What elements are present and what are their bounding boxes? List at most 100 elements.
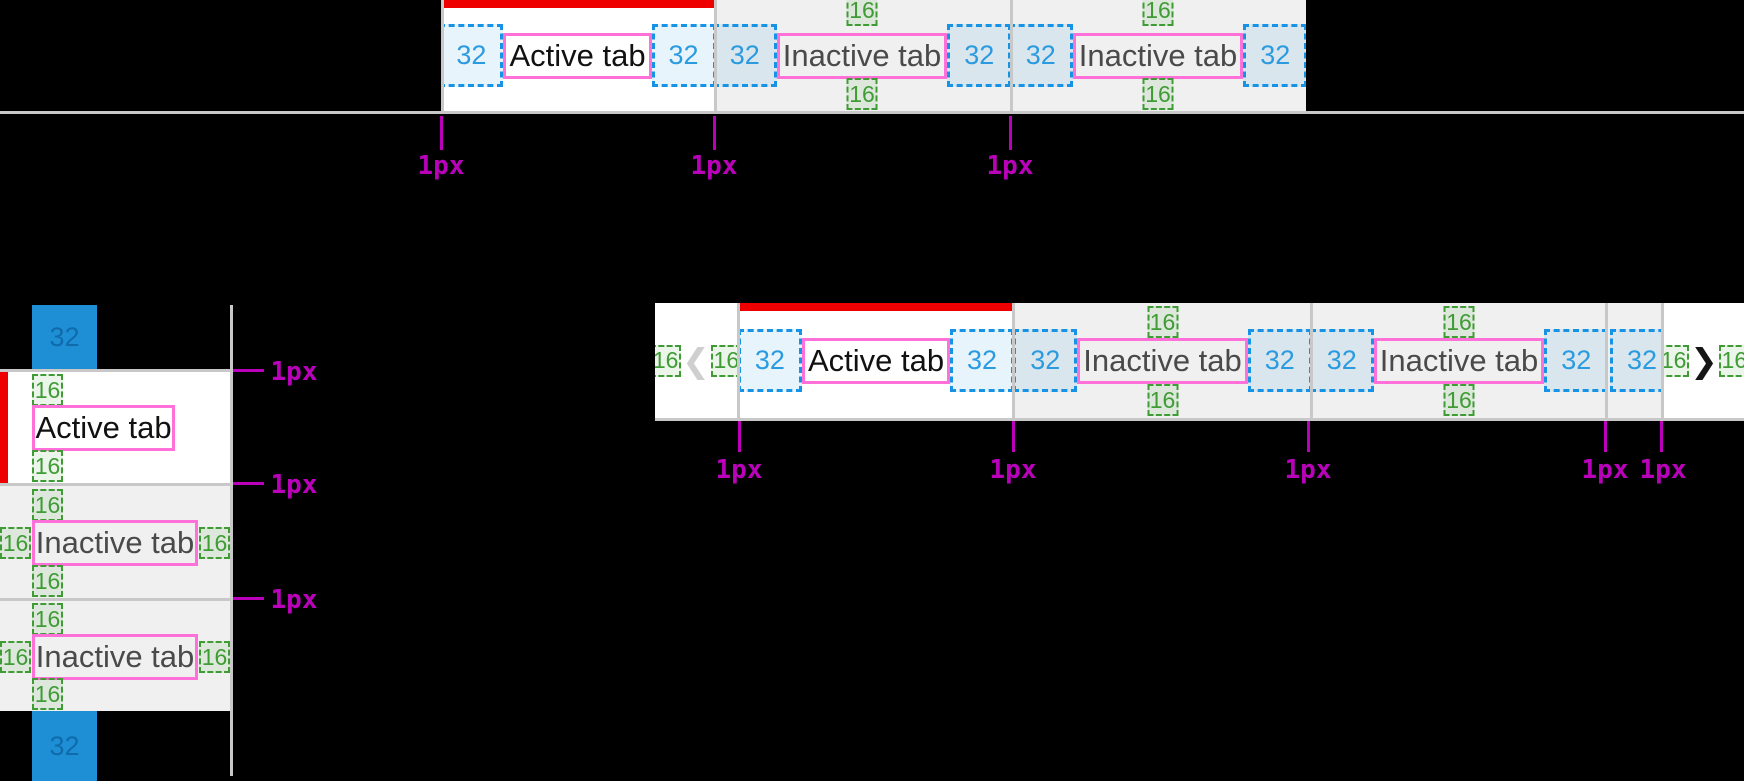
margin-32-annotation: 32 [32, 711, 97, 781]
padding-32-annotation: 32 [1544, 329, 1605, 392]
spacing-16-annotation: 16 [199, 527, 230, 559]
spacing-16-annotation: 16 [1664, 344, 1690, 377]
spacing-16-annotation: 16 [0, 527, 31, 559]
tab-divider [1605, 303, 1608, 418]
spacing-16-annotation: 16 [1142, 0, 1174, 26]
spacing-16-annotation: 16 [655, 344, 682, 377]
chevron-right-icon: ❯ [1690, 341, 1718, 380]
spacing-16-annotation: 16 [1443, 384, 1475, 416]
border-width-label: 1px [1581, 455, 1629, 485]
spacing-16-annotation: 16 [32, 565, 63, 597]
tab-inactive[interactable]: 32 Inactive tab 32 16 16 [1010, 0, 1306, 111]
tab-divider [0, 598, 230, 601]
scroll-left-button[interactable]: 16 ❮ 16 [655, 303, 737, 418]
active-tab-indicator [740, 303, 1012, 311]
spacing-16-annotation: 16 [32, 678, 63, 710]
tab-bar-left-border [441, 0, 444, 111]
padding-32-annotation: 32 [1610, 329, 1661, 392]
border-width-label: 1px [989, 455, 1037, 485]
spacing-16-annotation: 16 [1142, 78, 1174, 110]
tab-label: Active tab [801, 337, 951, 384]
active-tab-indicator [441, 0, 714, 8]
margin-32-annotation: 32 [32, 305, 97, 369]
vertical-tab-list: 32 16 Active tab 16 16 Inactive tab 16 1… [0, 305, 233, 781]
spacing-16-annotation: 16 [32, 374, 63, 406]
padding-32-annotation: 32 [1010, 24, 1073, 87]
tab-label: Inactive tab [776, 32, 948, 79]
border-width-label: 1px [1639, 455, 1687, 485]
tab-inactive[interactable]: 32 Inactive tab 32 16 16 [1313, 303, 1605, 418]
tab-active[interactable]: 16 Active tab 16 [0, 372, 230, 483]
padding-32-annotation: 32 [651, 24, 714, 87]
spacing-16-annotation: 16 [846, 78, 878, 110]
border-width-label: 1px [690, 151, 738, 181]
spacing-16-annotation: 16 [0, 641, 31, 673]
padding-32-annotation: 32 [714, 24, 777, 87]
scroll-right-button[interactable]: 16 ❯ 16 [1664, 303, 1744, 418]
border-callout-line [440, 116, 443, 150]
active-tab-indicator [0, 372, 8, 483]
padding-32-annotation: 32 [740, 329, 802, 392]
tab-active[interactable]: 32 Active tab 32 [740, 303, 1012, 418]
spacing-16-annotation: 16 [1718, 344, 1744, 377]
spacing-16-annotation: 16 [32, 450, 63, 482]
tab-partially-scrolled[interactable]: 32 [1608, 303, 1661, 418]
tab-label: Inactive tab [1077, 337, 1248, 384]
border-callout-line [233, 597, 264, 600]
tab-bar-bottom-border [655, 418, 1744, 421]
border-callout-line [1012, 421, 1015, 452]
tab-label: Active tab [503, 32, 652, 79]
tab-divider [737, 303, 740, 418]
tab-inactive[interactable]: 32 Inactive tab 32 16 16 [1015, 303, 1310, 418]
border-callout-line [738, 421, 741, 452]
spacing-16-annotation: 16 [1147, 306, 1178, 338]
border-callout-line [713, 116, 716, 150]
tab-active[interactable]: 32 Active tab 32 [441, 0, 714, 111]
spacing-16-annotation: 16 [1443, 306, 1475, 338]
border-width-label: 1px [270, 585, 318, 615]
border-width-label: 1px [270, 357, 318, 387]
tab-label: Inactive tab [1072, 32, 1244, 79]
spacing-16-annotation: 16 [32, 489, 63, 521]
padding-32-annotation: 32 [947, 24, 1010, 87]
border-width-label: 1px [986, 151, 1034, 181]
tab-bar-bottom-border [0, 111, 1744, 114]
padding-32-annotation: 32 [1015, 329, 1078, 392]
tab-label: Inactive tab [32, 520, 198, 566]
tab-inactive[interactable]: 16 Inactive tab 16 16 16 [0, 486, 230, 598]
border-width-label: 1px [270, 470, 318, 500]
tab-list-top-border [0, 369, 230, 372]
padding-32-annotation: 32 [1243, 24, 1306, 87]
tab-label: Inactive tab [1373, 337, 1545, 384]
border-width-label: 1px [715, 455, 763, 485]
spacing-16-annotation: 16 [846, 0, 878, 26]
spacing-16-annotation: 16 [1147, 384, 1178, 416]
border-callout-line [1660, 421, 1663, 452]
border-callout-line [1307, 421, 1310, 452]
scrollable-tab-bar: 16 ❮ 16 32 Active tab 32 32 Inactive tab… [655, 303, 1744, 418]
tab-label: Inactive tab [32, 634, 198, 680]
border-width-label: 1px [417, 151, 465, 181]
border-callout-line [1009, 116, 1012, 150]
border-callout-line [1604, 421, 1607, 452]
horizontal-tab-bar: 32 Active tab 32 32 Inactive tab 32 16 1… [441, 0, 1306, 111]
tab-divider [1010, 0, 1013, 111]
tab-divider [714, 0, 717, 111]
padding-32-annotation: 32 [1247, 329, 1310, 392]
tab-inactive[interactable]: 16 Inactive tab 16 16 16 [0, 601, 230, 711]
border-callout-line [233, 369, 264, 372]
tab-divider [1012, 303, 1015, 418]
tab-divider [1661, 303, 1664, 418]
spacing-16-annotation: 16 [32, 603, 63, 635]
tab-label: Active tab [32, 405, 175, 451]
border-width-label: 1px [1284, 455, 1332, 485]
padding-32-annotation: 32 [950, 329, 1012, 392]
border-callout-line [233, 482, 264, 485]
spacing-16-annotation: 16 [199, 641, 230, 673]
tab-inactive[interactable]: 32 Inactive tab 32 16 16 [714, 0, 1010, 111]
padding-32-annotation: 32 [1313, 329, 1374, 392]
chevron-left-icon: ❮ [682, 341, 710, 380]
tab-divider [1310, 303, 1313, 418]
tab-divider [0, 483, 230, 486]
tab-list-right-border [230, 305, 233, 776]
